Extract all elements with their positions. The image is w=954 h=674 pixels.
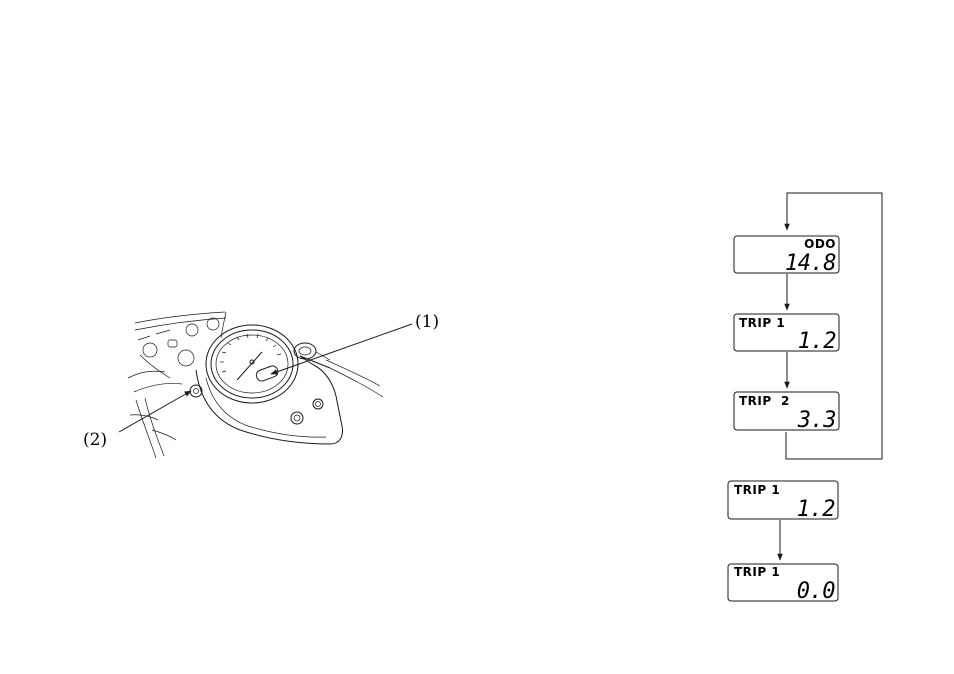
lcd-value: 3.3 xyxy=(797,408,836,433)
callout-1: (1) xyxy=(271,312,439,374)
lcd-display-trip2: TRIP 2 3.3 xyxy=(734,392,839,433)
trip-reset-diagram: TRIP 1 1.2 TRIP 1 0.0 xyxy=(728,481,838,604)
callout-2-leader xyxy=(119,391,191,432)
callout-2: (2) xyxy=(83,391,191,450)
lcd-value: 1.2 xyxy=(797,497,835,522)
lcd-value: 1.2 xyxy=(798,329,836,354)
instrument-panel-drawing xyxy=(128,312,383,458)
lcd-display-trip1: TRIP 1 1.2 xyxy=(734,314,839,354)
lcd-mode-label: TRIP 1 xyxy=(739,316,785,330)
display-cycle-diagram: ODO 14.8 TRIP 1 1.2 TRIP 2 3.3 xyxy=(734,193,882,459)
lcd-mode-label: ODO xyxy=(804,237,836,251)
callout-2-label: (2) xyxy=(83,430,107,450)
lcd-mode-label: TRIP 2 xyxy=(739,394,790,408)
callout-1-leader xyxy=(271,324,412,374)
lcd-mode-label: TRIP 1 xyxy=(734,565,780,579)
lcd-display-trip1-after-reset: TRIP 1 0.0 xyxy=(728,564,838,604)
lcd-mode-label: TRIP 1 xyxy=(734,483,780,497)
lcd-display-trip1-before-reset: TRIP 1 1.2 xyxy=(728,481,838,522)
lcd-value: 0.0 xyxy=(797,579,835,604)
lcd-display-odo: ODO 14.8 xyxy=(734,236,839,276)
callout-1-label: (1) xyxy=(415,312,439,332)
lcd-value: 14.8 xyxy=(785,251,836,276)
